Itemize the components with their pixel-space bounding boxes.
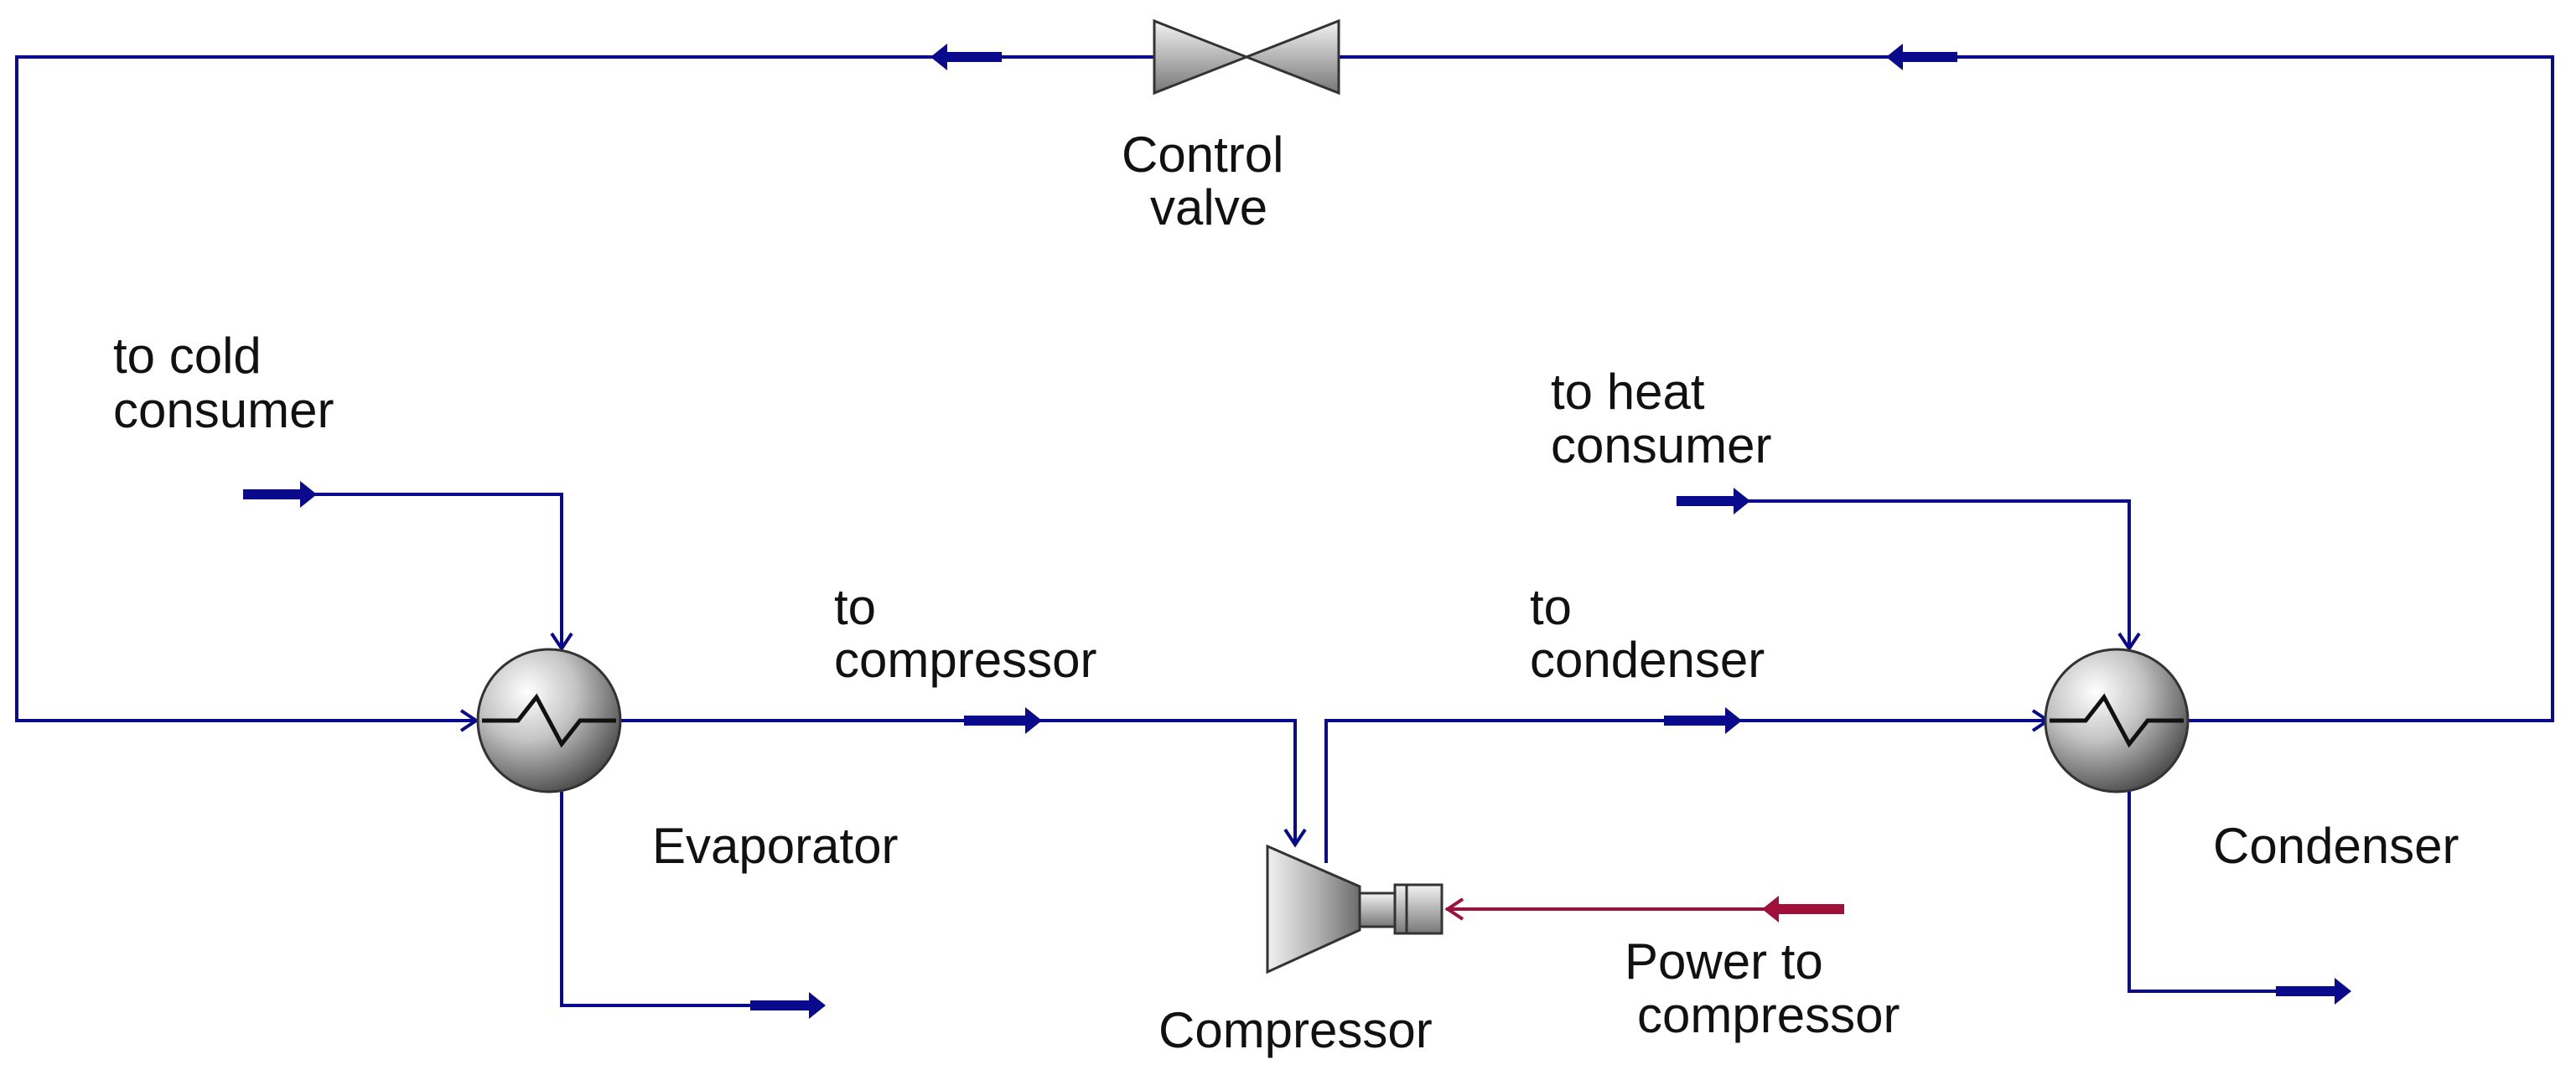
cold-consumer-label-line1: to cold [113,328,262,384]
control-valve-label-line1: Control [1122,127,1283,183]
stream-arrow-top-right [1886,44,1957,70]
stream-arrow-to-compressor [964,707,1042,734]
stream-arrow-to-condenser [1664,707,1742,734]
to-compressor-label-line2: compressor [834,632,1096,688]
arrowhead-evaporator-cold-in [550,632,573,652]
pipe-evaporator-outlet [560,792,780,1007]
evaporator-icon [476,648,622,793]
to-compressor-label-line1: to [834,579,876,635]
condenser-label: Condenser [2213,818,2459,874]
cold-consumer-label-line2: consumer [113,382,334,438]
to-condenser-label-line2: condenser [1530,632,1765,688]
stream-arrow-top-left [930,44,1002,70]
pipe-valve-to-evaporator [15,55,1154,722]
compressor-label: Compressor [1158,1002,1433,1058]
arrowhead-condenser-heat-in [2117,632,2141,652]
stream-arrow-cold-consumer [243,481,317,508]
evaporator-label: Evaporator [652,818,899,874]
stream-arrow-evaporator-out [750,992,826,1019]
arrowhead-compressor-inlet [1283,828,1307,848]
condenser-icon [2044,648,2190,793]
pipe-compressor-to-condenser [1324,719,2045,863]
power-label-line1: Power to [1625,933,1823,990]
pipe-condenser-outlet [2128,792,2301,993]
pipe-cold-consumer-inlet [243,493,563,648]
compressor-icon [1266,844,1443,974]
power-line [1444,896,1844,923]
pipe-heat-consumer-inlet [1677,499,2131,648]
to-condenser-label-line1: to [1530,579,1572,635]
pipe-condenser-to-valve [1339,55,2554,722]
arrowhead-evaporator-inlet [459,709,479,732]
power-label-line2: compressor [1637,987,1900,1043]
heat-consumer-label-line2: consumer [1551,417,1771,473]
labels: Control valve to cold consumer to heat c… [113,127,2459,1058]
stream-arrow-condenser-out [2276,978,2351,1005]
control-valve-label-line2: valve [1150,179,1267,235]
heat-consumer-label-line1: to heat [1551,364,1705,420]
pipe-evaporator-to-compressor [620,719,1297,845]
control-valve-icon [1153,18,1340,96]
stream-arrow-heat-consumer [1677,488,1750,514]
